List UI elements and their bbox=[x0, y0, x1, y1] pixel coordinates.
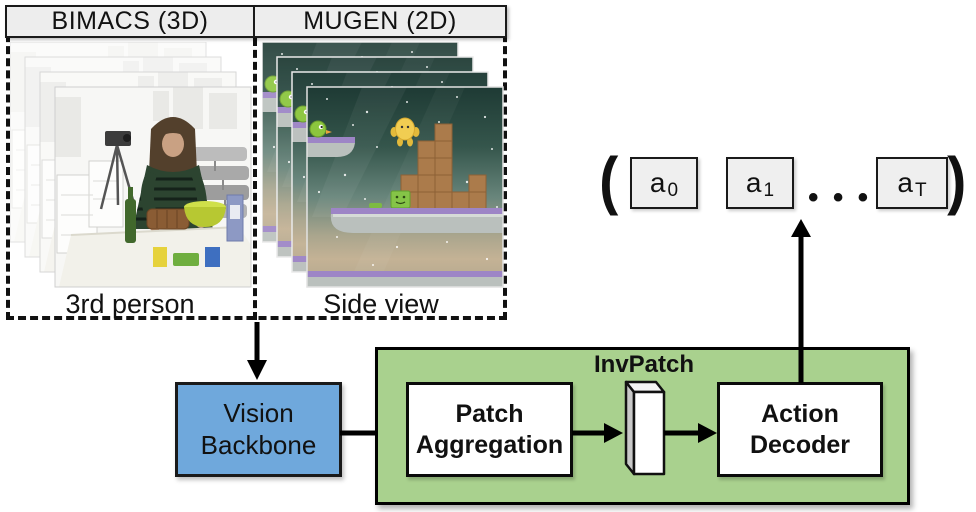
vision-backbone-label: Vision Backbone bbox=[200, 397, 317, 460]
patch-aggregation-label: Patch Aggregation bbox=[415, 400, 564, 459]
bimacs-caption: 3rd person bbox=[65, 288, 195, 319]
token-ellipsis: • • • bbox=[808, 181, 872, 214]
mugen-frames-stack bbox=[262, 42, 504, 288]
dataset-panel-divider bbox=[253, 38, 257, 320]
action-decoder-box: Action Decoder bbox=[717, 382, 883, 477]
mugen-header: MUGEN (2D) bbox=[253, 5, 507, 38]
arrow-down-icon bbox=[247, 322, 267, 380]
token-base: a bbox=[897, 167, 913, 198]
invpatch-tensor-icon bbox=[624, 380, 666, 476]
vision-backbone-box: Vision Backbone bbox=[175, 382, 342, 477]
arrow-aggregation-to-invpatch-icon bbox=[572, 423, 623, 443]
arrow-invpatch-to-decoder-icon bbox=[664, 423, 717, 443]
mugen-caption: Side view bbox=[323, 288, 439, 319]
arrow-decoder-to-output-icon bbox=[791, 219, 811, 383]
invpatch-module-box: Patch Aggregation InvPatch Action Decode… bbox=[375, 347, 910, 505]
bimacs-frames-stack bbox=[10, 42, 252, 288]
token-base: a bbox=[649, 167, 666, 198]
token-base: a bbox=[745, 167, 762, 198]
paren-open: ( bbox=[599, 144, 619, 216]
action-decoder-label: Action Decoder bbox=[749, 400, 851, 459]
patch-aggregation-box: Patch Aggregation bbox=[406, 382, 573, 477]
invpatch-label: InvPatch bbox=[593, 351, 695, 378]
bimacs-header: BIMACS (3D) bbox=[5, 5, 255, 38]
paren-close: ) bbox=[947, 144, 967, 216]
